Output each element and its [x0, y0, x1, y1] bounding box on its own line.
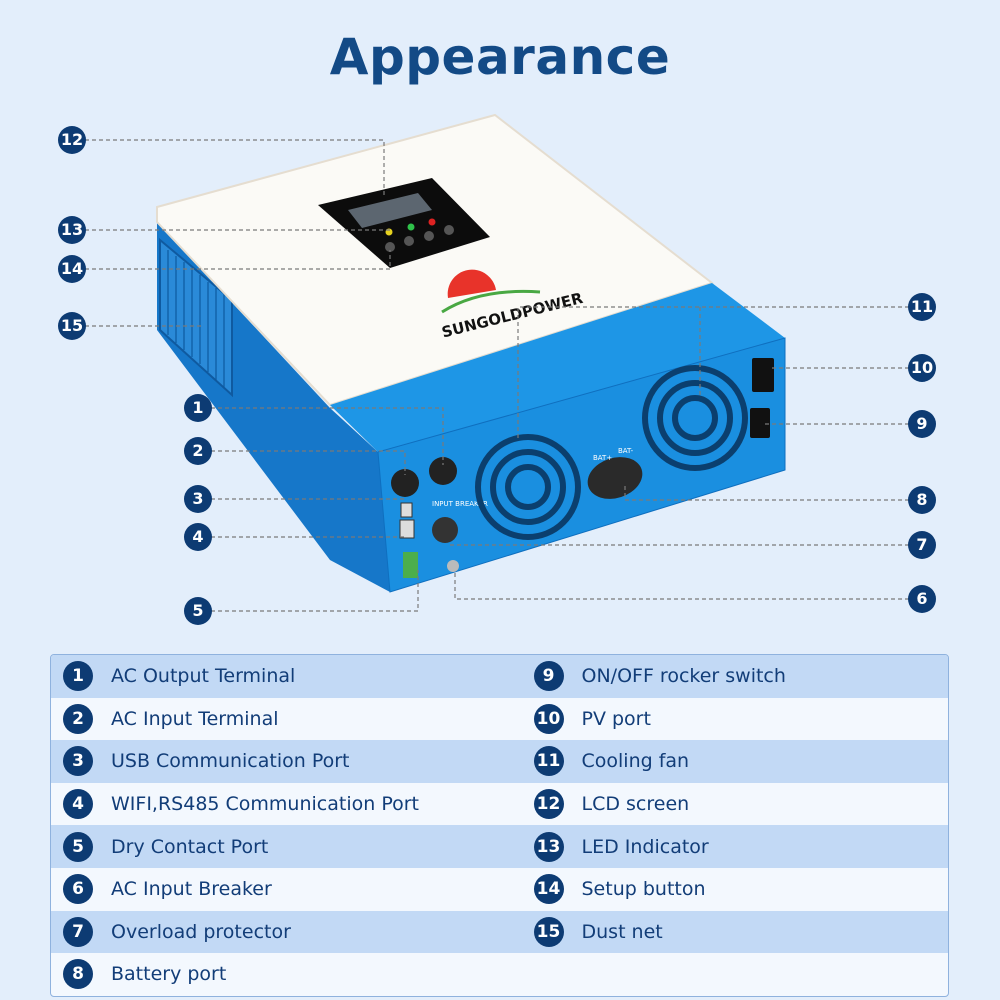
legend-label: ON/OFF rocker switch — [581, 665, 786, 688]
device-top-blue — [330, 283, 785, 452]
table-row: 2 AC Input Terminal 10 PV port — [51, 698, 948, 741]
pv-port — [752, 358, 774, 392]
number-badge: 5 — [63, 831, 93, 862]
dust-net — [159, 237, 233, 398]
callout-marker-2: 2 — [185, 438, 211, 464]
svg-text:BAT+: BAT+ — [593, 454, 612, 462]
page-title: Appearance — [329, 28, 671, 86]
ac-output-terminal — [429, 457, 457, 485]
callout-marker-6: 6 — [909, 586, 935, 612]
setup-button — [424, 231, 434, 241]
leader-lines — [85, 139, 909, 612]
number-badge: 11 — [533, 746, 564, 777]
number-badge: 8 — [63, 959, 93, 990]
setup-button — [404, 236, 414, 246]
cooling-fan — [475, 434, 581, 540]
legend-label: Dry Contact Port — [111, 835, 269, 858]
number-badge: 14 — [533, 874, 564, 905]
setup-button — [444, 225, 454, 235]
callout-marker-5: 5 — [185, 598, 211, 624]
number-badge: 9 — [533, 661, 564, 692]
usb-port — [400, 502, 413, 518]
callout-marker-15: 15 — [59, 313, 85, 339]
number-badge: 1 — [63, 661, 93, 692]
input-breaker — [432, 517, 458, 543]
setup-button — [385, 242, 395, 252]
legend-label: Dust net — [581, 920, 663, 943]
table-row: 3 USB Communication Port 11 Cooling fan — [51, 740, 948, 783]
callout-marker-9: 9 — [909, 411, 935, 437]
rocker-switch — [750, 408, 770, 438]
inverter-illustration: SUNGOLDPOWER INPUT BREAKER BAT+ BAT- — [85, 113, 909, 612]
table-row: 8 Battery port — [51, 953, 948, 996]
battery-port — [587, 457, 643, 499]
callout-marker-13: 13 — [59, 217, 85, 243]
legend-label: AC Output Terminal — [111, 665, 296, 688]
callout-marker-10: 10 — [909, 355, 935, 381]
dry-contact-port — [403, 552, 418, 578]
svg-text:BAT-: BAT- — [618, 447, 634, 455]
number-badge: 2 — [63, 703, 93, 734]
table-row: 5 Dry Contact Port 13 LED Indicator — [51, 825, 948, 868]
legend-label: USB Communication Port — [111, 750, 350, 773]
legend-label: LED Indicator — [581, 835, 709, 858]
legend-label: Setup button — [581, 878, 706, 901]
table-row: 4 WIFI,RS485 Communication Port 12 LCD scr… — [51, 783, 948, 826]
callout-marker-8: 8 — [909, 487, 935, 513]
legend-label: LCD screen — [581, 793, 690, 816]
number-badge: 12 — [533, 789, 564, 820]
led-indicator — [428, 218, 436, 226]
legend-label: PV port — [581, 707, 651, 730]
table-row: 7 Overload protector 15 Dust net — [51, 910, 948, 954]
legend-label: Overload protector — [111, 920, 291, 943]
callout-marker-11: 11 — [909, 294, 935, 320]
callout-marker-1: 1 — [185, 395, 211, 421]
callout-marker-3: 3 — [185, 486, 211, 512]
number-badge: 13 — [533, 831, 564, 862]
led-indicator — [407, 223, 415, 231]
lcd-screen — [348, 193, 432, 228]
number-badge: 7 — [63, 916, 93, 947]
callout-marker-4: 4 — [185, 524, 211, 550]
number-badge: 15 — [533, 916, 564, 947]
legend-label: Battery port — [111, 963, 227, 986]
table-row: 1 AC Output Terminal 9 ON/OFF rocker switc… — [51, 655, 948, 698]
lcd-panel — [318, 178, 490, 268]
svg-text:INPUT BREAKER: INPUT BREAKER — [432, 500, 488, 508]
overload-protector — [447, 560, 459, 572]
legend-label: WIFI,RS485 Communication Port — [111, 793, 419, 816]
legend-table: 1 AC Output Terminal 9 ON/OFF rocker switc… — [50, 654, 949, 997]
callout-marker-12: 12 — [59, 127, 85, 153]
number-badge: 6 — [63, 874, 93, 905]
number-badge: 10 — [533, 703, 564, 734]
number-badge: 4 — [63, 789, 93, 820]
table-row: 6 AC Input Breaker 14 Setup button — [51, 868, 948, 911]
legend-label: AC Input Breaker — [111, 878, 272, 901]
ac-input-terminal — [391, 469, 419, 497]
number-badge: 3 — [63, 746, 93, 777]
callout-marker-7: 7 — [909, 532, 935, 558]
callout-marker-14: 14 — [59, 256, 85, 282]
legend-label: AC Input Terminal — [111, 707, 279, 730]
rs485-port — [399, 519, 415, 539]
cooling-fan — [642, 365, 748, 471]
legend-label: Cooling fan — [581, 750, 690, 773]
